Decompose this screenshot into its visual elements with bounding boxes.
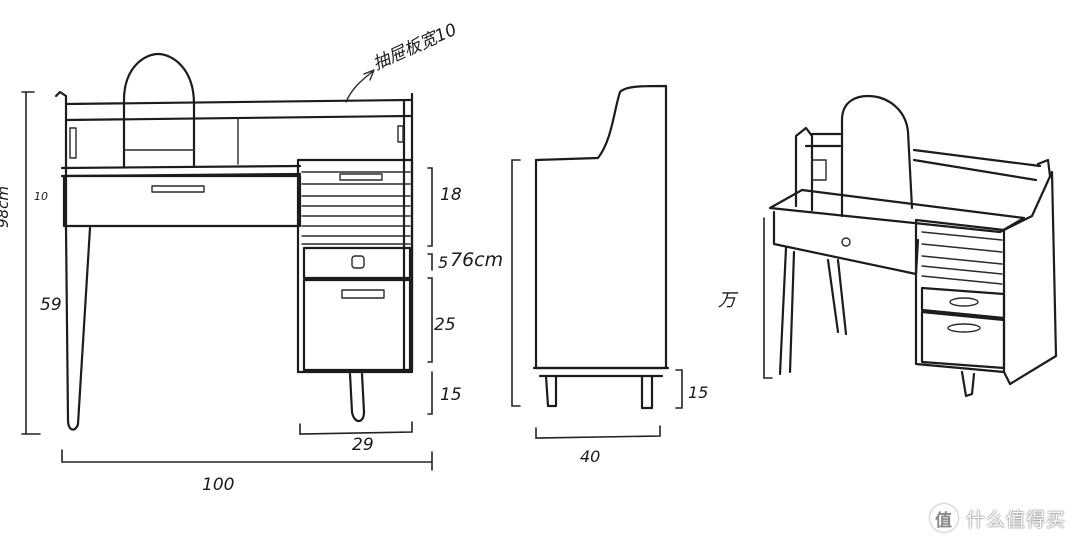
side-profile [534, 84, 668, 370]
persp-small-drawer [920, 286, 1006, 320]
persp-large-handle [947, 323, 981, 333]
drawer-bottom-label: 25 [434, 315, 456, 335]
dim-cabinet-width [299, 421, 413, 435]
persp-large-drawer [920, 310, 1006, 370]
dim-total-width [61, 449, 433, 471]
persp-small-handle [949, 297, 979, 307]
total-width-label: 100 [202, 475, 234, 495]
side-height-label: 76cm [450, 249, 503, 271]
persp-cabinet-leg [960, 370, 976, 398]
persp-mirror [840, 94, 914, 218]
small-drawer-knob [351, 255, 365, 269]
front-height-label: 98cm [0, 186, 12, 228]
mirror-arch [122, 52, 196, 168]
mirror-offset-label: 10 [34, 190, 48, 203]
drawer-top-label: 18 [440, 185, 462, 205]
side-base [532, 366, 670, 378]
dim-side-height [511, 159, 521, 407]
drawer-gap-label: 5 [438, 253, 448, 272]
leg-height-label: 59 [40, 295, 62, 315]
dim-side-depth [535, 425, 661, 439]
desk-top [60, 164, 302, 178]
side-view [511, 84, 683, 439]
side-depth-label: 40 [580, 447, 600, 466]
note-arrow [345, 69, 375, 103]
side-legs [544, 374, 654, 410]
persp-tambour [921, 231, 1003, 285]
cabinet-small-drawer [302, 246, 412, 280]
desk-drawer [62, 174, 302, 228]
watermark: 值 什么值得买 [929, 504, 1066, 532]
persp-left-legs [778, 246, 848, 376]
hutch-left-post [54, 90, 68, 232]
dim-right-cabinet [427, 167, 433, 415]
desk-left-leg [64, 226, 92, 431]
hutch-frame [64, 92, 414, 372]
persp-left-hutch [794, 126, 842, 212]
persp-drawer-knob [841, 237, 851, 247]
watermark-logo-icon: 值 [929, 504, 958, 532]
tambour-handle [339, 173, 383, 181]
perspective-note: 万 [718, 290, 739, 311]
cabinet-leg-label: 15 [440, 385, 462, 405]
cabinet-large-drawer [302, 278, 412, 372]
dim-side-leg [675, 369, 683, 409]
desk-drawer-handle [151, 185, 205, 193]
cabinet-body [296, 158, 414, 374]
watermark-text: 什么值得买 [965, 508, 1066, 531]
perspective-view [763, 94, 1058, 398]
large-drawer-handle [341, 289, 385, 299]
persp-height-dim [763, 217, 773, 379]
persp-hutch-knob [811, 159, 827, 181]
tambour-slats [301, 171, 411, 245]
hutch-handle [397, 125, 404, 143]
top-note-label: 抽屉板宽10 [370, 20, 460, 75]
cabinet-leg [348, 372, 366, 423]
hutch-side-handle [69, 127, 77, 159]
persp-desk-top [768, 188, 1026, 234]
dim-total-height [21, 91, 41, 435]
side-leg-label: 15 [688, 383, 708, 402]
cabinet-width-label: 29 [352, 435, 374, 455]
front-view [21, 52, 433, 471]
persp-back-shelf [912, 148, 1052, 182]
